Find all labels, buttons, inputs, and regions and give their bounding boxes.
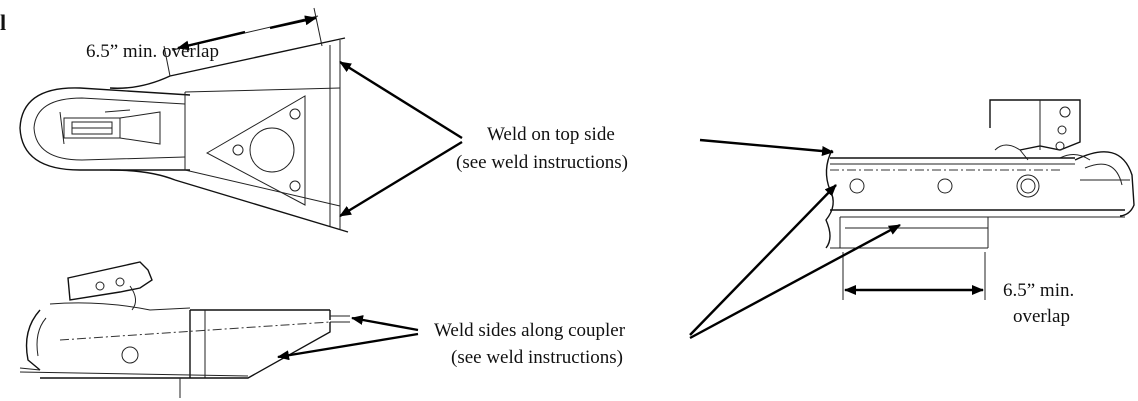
- weld-top-label-line2: (see weld instructions): [456, 152, 628, 173]
- callout-arrows: [177, 15, 984, 361]
- overlap-dim-arrow-right: [269, 15, 317, 30]
- coupler-side-view: [19, 261, 350, 398]
- coupler-tongue-side-view: [825, 99, 1135, 300]
- overlap-label-right-line1: 6.5” min.: [1003, 280, 1074, 301]
- weld-top-label-line1: Weld on top side: [487, 124, 615, 145]
- weld-top-arrow-right: [699, 138, 834, 156]
- weld-sides-arrow-right-upper: [689, 184, 837, 336]
- weld-top-arrow-lower: [339, 140, 463, 218]
- weld-sides-arrow-upper: [351, 315, 419, 332]
- corner-fragment-label: l: [0, 10, 6, 35]
- weld-top-arrow-upper: [339, 60, 463, 140]
- overlap-label-right-line2: overlap: [1013, 306, 1070, 327]
- overlap-label-top-left: 6.5” min. overlap: [86, 41, 219, 62]
- weld-sides-label-line1: Weld sides along coupler: [434, 320, 626, 341]
- weld-sides-label-line2: (see weld instructions): [451, 347, 623, 368]
- overlap-dim-arrow-left: [177, 30, 246, 51]
- weld-sides-arrow-right-lower: [689, 223, 901, 340]
- weld-sides-arrow-lower: [277, 332, 419, 361]
